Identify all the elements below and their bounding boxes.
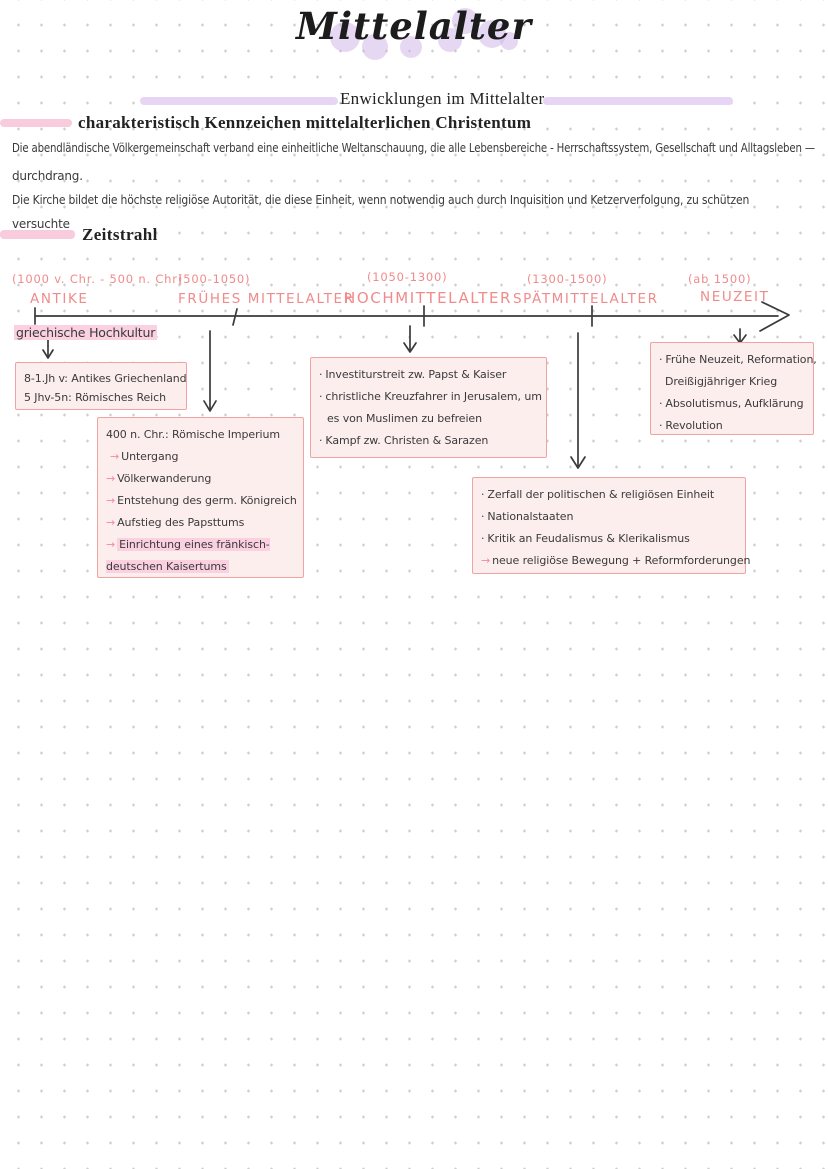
note-box-hochmittelalter: ·Investiturstreit zw. Papst & Kaiser ·ch… [310, 357, 547, 458]
note-line: ·Revolution [659, 415, 805, 437]
arrow-right-icon: → [106, 494, 116, 507]
paragraph-line: Die abendländische Völkergemeinschaft ve… [12, 141, 815, 155]
timeline-heading: Zeitstrahl [82, 225, 158, 244]
heading-highlight-bar-right [543, 97, 733, 105]
period-range: (1050-1300) [367, 270, 448, 284]
note-item: Absolutismus, Aufklärung [665, 397, 804, 410]
note-line: ·Zerfall der politischen & religiösen Ei… [481, 484, 737, 506]
timeline-annotation: griechische Hochkultur [14, 325, 158, 340]
note-line: Dreißigjähriger Krieg [659, 371, 805, 393]
timeline-annotation-label: griechische Hochkultur [14, 325, 158, 340]
note-item: Frühe Neuzeit, Reformation, [665, 353, 817, 366]
note-line: →Völkerwanderung [106, 468, 295, 490]
note-line: ·Absolutismus, Aufklärung [659, 393, 805, 415]
bullet-icon: · [481, 532, 485, 545]
note-box-antike: 8-1.Jh v: Antikes Griechenland 5 Jhv-5n:… [15, 362, 187, 410]
section-heading: Enwicklungen im Mittelalter [340, 89, 545, 108]
bullet-icon: · [481, 488, 485, 501]
note-item: Aufstieg des Papsttums [117, 516, 245, 529]
arrow-right-icon: → [481, 554, 491, 567]
title-highlight-blob [452, 8, 478, 34]
bullet-icon: · [481, 510, 485, 523]
note-box-fruehes-mittelalter: 400 n. Chr.: Römische Imperium →Untergan… [97, 417, 304, 578]
note-line: ·Nationalstaaten [481, 506, 737, 528]
arrow-right-icon: → [106, 516, 116, 529]
note-item: Kampf zw. Christen & Sarazen [325, 434, 489, 447]
note-box-spaetmittelalter: ·Zerfall der politischen & religiösen Ei… [472, 477, 750, 574]
note-item: Völkerwanderung [117, 472, 212, 485]
note-line: →Untergang [106, 446, 295, 468]
period-name: FRÜHES MITTELALTER [178, 291, 355, 307]
period-name: NEUZEIT [700, 289, 770, 305]
note-item-highlighted: Einrichtung eines fränkisch-deutschen Ka… [106, 538, 270, 573]
title-highlight-blob [400, 36, 422, 58]
bullet-icon: · [659, 419, 663, 432]
note-item: es von Muslimen zu befreien [327, 412, 482, 425]
bullet-icon: · [319, 390, 323, 403]
note-item: Dreißigjähriger Krieg [665, 375, 778, 388]
note-line: ·Kampf zw. Christen & Sarazen [319, 430, 538, 452]
note-line: →neue religiöse Bewegung + Reformforderu… [481, 550, 750, 572]
note-item: neue religiöse Bewegung + Reformforderun… [492, 554, 751, 567]
note-line: 400 n. Chr.: Römische Imperium [106, 428, 280, 441]
note-line: es von Muslimen zu befreien [319, 408, 538, 430]
period-range: (1300-1500) [527, 272, 608, 286]
arrow-right-icon: → [110, 450, 120, 463]
note-line: →Entstehung des germ. Königreich [106, 490, 297, 512]
bullet-icon: · [319, 368, 323, 381]
paragraph-line: durchdrang. [12, 169, 83, 183]
period-range: (500-1050) [178, 272, 251, 286]
period-name: HOCHMITTELALTER [344, 289, 513, 307]
note-line: 5 Jhv-5n: Römisches Reich [24, 391, 166, 404]
note-item: Untergang [121, 450, 179, 463]
note-item: Investiturstreit zw. Papst & Kaiser [325, 368, 507, 381]
paragraph-line: versuchte [12, 217, 70, 231]
arrow-right-icon: → [106, 472, 116, 485]
paragraph-line: Die Kirche bildet die höchste religiöse … [12, 193, 750, 207]
bullet-icon: · [319, 434, 323, 447]
bullet-icon: · [659, 397, 663, 410]
note-line: ·Investiturstreit zw. Papst & Kaiser [319, 364, 538, 386]
title-highlight-blob [330, 22, 360, 52]
period-name: SPÄTMITTELALTER [513, 291, 659, 307]
note-item: Revolution [665, 419, 723, 432]
note-box-neuzeit: ·Frühe Neuzeit, Reformation, Dreißigjähr… [650, 342, 817, 437]
title-highlight-blob [362, 34, 388, 60]
timeline-axis-and-arrows-icon [34, 301, 790, 469]
note-line: 8-1.Jh v: Antikes Griechenland [24, 372, 187, 385]
subheading-highlight-bar [0, 119, 72, 127]
period-range: (ab 1500) [688, 272, 752, 286]
note-line: →Einrichtung eines fränkisch-deutschen K… [106, 534, 295, 578]
title-highlight-blob [500, 32, 518, 50]
subheading: charakteristisch Kennzeichen mittelalter… [78, 113, 532, 132]
period-name: ANTIKE [30, 291, 89, 307]
note-item: christliche Kreuzfahrer in Jerusalem, um [325, 390, 542, 403]
note-line: →Aufstieg des Papsttums [106, 512, 295, 534]
note-item: Entstehung des germ. Königreich [117, 494, 297, 507]
note-item: Nationalstaaten [487, 510, 574, 523]
timeline-heading-highlight-bar [0, 230, 75, 239]
arrow-right-icon: → [106, 538, 116, 551]
heading-highlight-bar-left [140, 97, 338, 105]
note-item: Kritik an Feudalismus & Klerikalismus [487, 532, 690, 545]
note-line: ·Kritik an Feudalismus & Klerikalismus [481, 528, 737, 550]
note-line: ·Frühe Neuzeit, Reformation, [659, 349, 817, 371]
period-range: (1000 v. Chr. - 500 n. Chr) [12, 272, 184, 286]
bullet-icon: · [659, 353, 663, 366]
note-line: ·christliche Kreuzfahrer in Jerusalem, u… [319, 386, 542, 408]
note-item: Zerfall der politischen & religiösen Ein… [487, 488, 715, 501]
page-title: Mittelalter [296, 4, 532, 48]
